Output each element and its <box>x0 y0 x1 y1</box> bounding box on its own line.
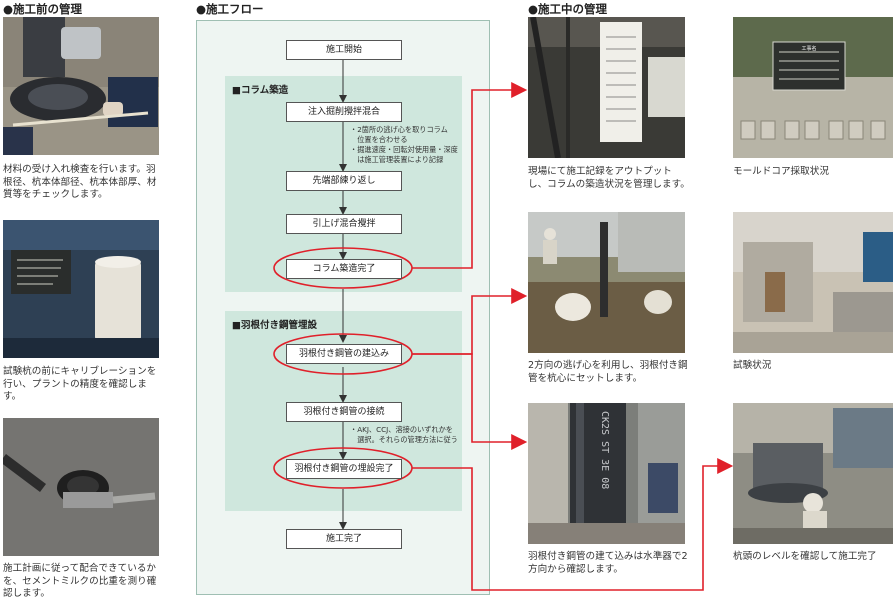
svg-text:工事名: 工事名 <box>801 45 816 52</box>
section-title-pre: ●施工前の管理 <box>3 2 83 16</box>
caption-during-4: 試験状況 <box>733 360 772 371</box>
photo-calibration <box>3 220 159 358</box>
caption-pre-2: 試験杭の前にキャリブレーションを行い、プラントの精度を確認します。 <box>3 366 157 402</box>
caption-pre-1: 材料の受け入れ検査を行います。羽根径、杭本体部径、杭本体部厚、材質等をチェックし… <box>3 164 157 200</box>
caption-pre-3: 施工計画に従って配合できているかを、セメントミルクの比重を測り確認します。 <box>3 563 157 599</box>
note-column: ・2箇所の逃げ心を取りコラム 位置を合わせる ・掘進速度・回転対使用量・深度 は… <box>350 125 458 164</box>
step-tip-remixing: 先端部練り返し <box>286 171 402 191</box>
step-pipe-connection: 羽根付き鋼管の接続 <box>286 402 402 422</box>
group-title-column: ■コラム築造 <box>232 85 289 96</box>
photo-pile-head-level <box>733 403 893 544</box>
svg-text:CK2S ST 3E 08: CK2S ST 3E 08 <box>599 411 610 489</box>
section-title-during: ●施工中の管理 <box>528 2 608 16</box>
caption-during-6: 杭頭のレベルを確認して施工完了 <box>733 551 877 562</box>
step-pipe-erection: 羽根付き鋼管の建込み <box>286 344 402 364</box>
photo-pipe-level-check: CK2S ST 3E 08 <box>528 403 685 544</box>
step-end: 施工完了 <box>286 529 402 549</box>
step-lifting-mixing: 引上げ混合攪拌 <box>286 214 402 234</box>
step-pipe-burial-complete: 羽根付き鋼管の埋設完了 <box>286 459 402 479</box>
caption-during-1: 現場にて施工記録をアウトプットし、コラムの築造状況を管理します。 <box>528 166 690 190</box>
photo-mold-core: 工事名 <box>733 17 893 158</box>
section-title-flow: ●施工フロー <box>196 2 264 16</box>
step-injection-drilling: 注入掘削攪拌混合 <box>286 102 402 122</box>
caption-during-3: 2方向の逃げ心を利用し、羽根付き鋼管を杭心にセットします。 <box>528 360 688 384</box>
photo-specific-gravity <box>3 418 159 556</box>
note-pipe: ・AKJ、CCJ、溶接のいずれかを 選択。それらの管理方法に従う <box>350 425 458 444</box>
group-title-pipe: ■羽根付き鋼管埋設 <box>232 320 317 331</box>
caption-during-5: 羽根付き鋼管の建て込みは水準器で2方向から確認します。 <box>528 551 688 575</box>
photo-testing <box>733 212 893 353</box>
photo-material-inspection <box>3 17 159 155</box>
caption-during-2: モールドコア採取状況 <box>733 166 829 177</box>
photo-construction-record <box>528 17 685 158</box>
step-start: 施工開始 <box>286 40 402 60</box>
step-column-complete: コラム築造完了 <box>286 259 402 279</box>
photo-pipe-setting <box>528 212 685 353</box>
